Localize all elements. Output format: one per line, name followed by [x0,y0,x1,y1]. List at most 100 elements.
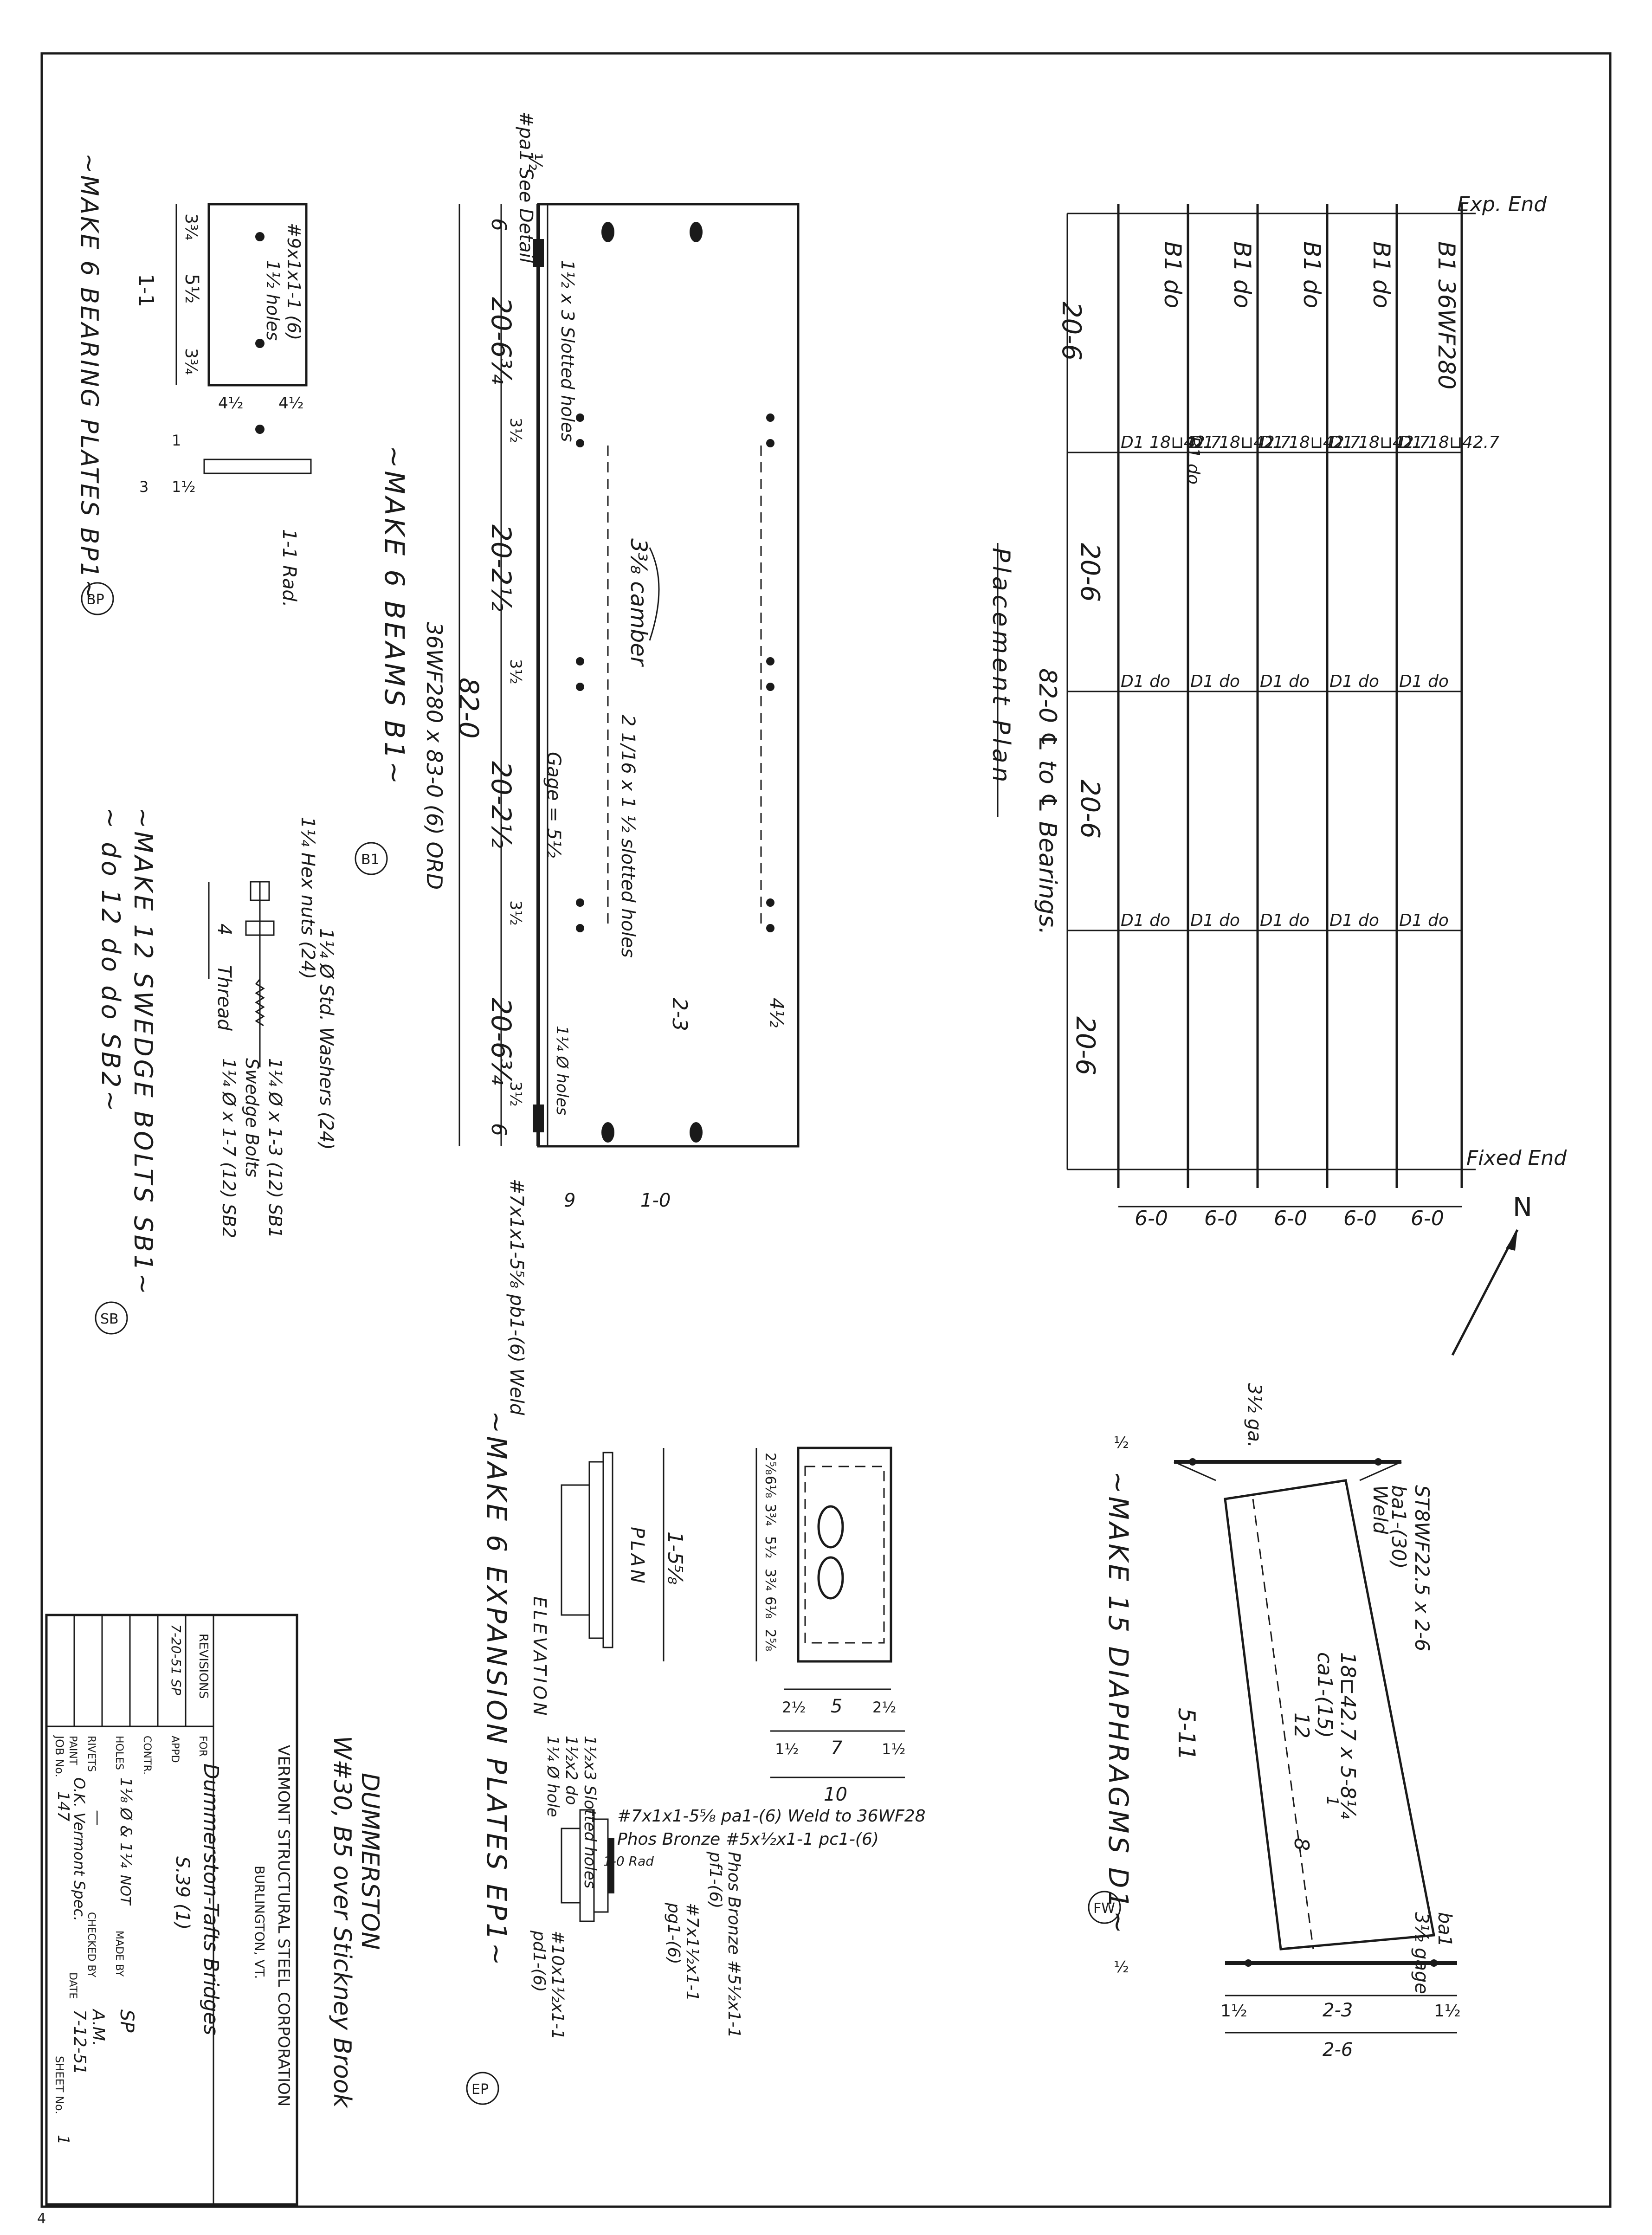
contr-label: CONTR. [141,1736,153,1775]
weld-line [1174,1461,1216,1481]
north-arrow [1451,1229,1519,1356]
project-line2: W#30, B5 over Stickney Brook [328,1736,356,2108]
diaphragm-width: 1½ [1434,2002,1461,2021]
ep-elevation-label: ELEVATION [529,1596,550,1718]
ep-pf1a: Phos Bronze #5½x1-1 [724,1852,743,2038]
bolt-hole [1430,1959,1438,1967]
ep-slot [817,1556,844,1600]
diaphragm-label: D1 do [1329,911,1379,930]
ep-section-weld [608,1838,614,1893]
diaphragm-half: ½ [1114,1434,1129,1452]
bearing-hole-section [255,425,265,434]
diaphragm-label: D1 do [1121,672,1170,691]
ep-slotted: 1½x3 Slotted holes [581,1736,599,1888]
diaphragm-ba1: ba1-(30) [1387,1485,1410,1569]
gage-vertical: 3½ [506,1081,525,1107]
beam-section: 36WF280 x 83-0 (6) ORD [422,622,447,890]
hole [766,683,774,691]
north-arrow-head [1506,1230,1517,1251]
pa1-note: #pa1 See Detail [515,111,536,263]
diaphragm-weld: Weld [1369,1485,1392,1534]
end-hole [690,222,703,242]
bearing-plate-outline [207,203,308,387]
ep-section-plate [561,1828,581,1904]
end-dim: 6 [487,1123,510,1136]
washers-label: 1¼ Ø Std. Washers (24) [316,928,337,1150]
company-city: BURLINGTON, VT. [252,1866,267,1979]
weld-plate: #7x1x1-5⅝ pb1-(6) Weld [506,1179,527,1415]
segment-dim: 20-6¾ [485,297,517,384]
ep-mark: EP [471,2081,489,2098]
bolt-label: Swedge Bolts [242,1058,262,1177]
slotted-holes-end: 1½ x 3 Slotted holes [557,260,578,442]
title-block: REVISIONS 7-20-51 SP VERMONT STRUCTURAL … [45,1614,298,2206]
hole [576,439,584,447]
ep-hdim: 2½ [872,1699,896,1716]
project-line1: DUMMERSTON [356,1773,384,1950]
checked-by: A.M. [89,2009,108,2046]
diaphragm-gage-bottom: 3½ gage [1411,1912,1432,1994]
ep-slot [817,1505,844,1549]
gage-vertical: 3½ [506,418,525,443]
mark-circle [1088,1891,1121,1924]
hole [766,413,774,422]
bearing-section [203,459,312,474]
ep-hole: 1¼ Ø hole [543,1736,562,1817]
pa1-plate [533,239,544,267]
hole [766,924,774,932]
bearing-side-dim: 4½ [218,394,244,413]
segment-dim: 20-2½ [485,761,517,848]
rivets-value: — [89,1810,107,1826]
diaphragm-label: D1 do [1399,911,1449,930]
diaphragm-label: D1 18⊔42.7 [1260,433,1360,452]
bearing-thickness: 1½ [172,478,195,496]
bearing-radius: 1-1 Rad. [278,529,300,607]
bearing-plate-detail: 3¾ 5½ 3¾ 1-1 #9x1x1-1 (6) 1½ holes 4½ 4½… [75,153,312,615]
job-number: 147 [54,1791,72,1822]
edge-dist: 4½ [766,998,787,1027]
bearing-side-dim: 4½ [278,394,304,413]
ep-overall: 1-5⅝ [663,1531,687,1585]
beam-mark: B1 [361,852,380,868]
holes-label: 1¼ Ø holes [553,1026,571,1115]
diaphragm-detail: ST8WF22.5 x 2-6 ba1-(30) Weld 3½ ga. ba1… [1088,1383,1461,2061]
sheet-number: 1 [54,2135,72,2145]
diaphragm-label: D1 do [1399,672,1449,691]
beam-label: B1 do [1368,241,1395,308]
ep-make: ~MAKE 6 EXPANSION PLATES EP1~ [481,1411,512,1968]
ep-pa1: #7x1x1-5⅝ pa1-(6) Weld to 36WF28 [617,1807,926,1826]
ep-elev-plate [588,1461,604,1639]
end-hole [690,1122,703,1143]
diaphragm-mark: FW [1093,1900,1115,1917]
slotted-holes: 2 1/16 x 1 ½ slotted holes [617,715,639,958]
bearing-thickness: 3 [139,478,148,496]
diaphragm-label: D1 18⊔42.7 [1121,433,1221,452]
revisions-label: REVISIONS [196,1634,210,1699]
end-hole [601,1122,614,1143]
spacing-dim: 6-0 [1411,1207,1444,1230]
bearing-holes-label: 1½ holes [263,260,283,341]
diaphragm-slope: 1 [1323,1796,1342,1806]
ep-dim: 3¾ [762,1569,778,1591]
north-label: N [1513,1192,1532,1222]
diaphragm-gage-top: 3½ ga. [1244,1383,1265,1448]
diaphragm-label: D1 do [1260,672,1310,691]
diaphragms-make: ~MAKE 15 DIAPHRAGMS D1~ [1103,1471,1134,1936]
ep-pd1a: #10x1½x1-1 [548,1931,567,2040]
span-dim: 20-6 [1075,780,1105,839]
beams-make: ~MAKE 6 BEAMS B1~ [379,446,410,787]
diaphragm-label: D1 do [1190,672,1240,691]
placement-plan-title: Placement Plan [987,548,1015,786]
span-dim: 20-6 [1070,1016,1100,1075]
bearing-mark: BP [86,592,104,608]
made-by-label: MADE BY [113,1931,125,1977]
bolt1-label: 1¼ Ø x 1-3 (12) SB1 [265,1058,285,1238]
hole [576,413,584,422]
diaphragm-width: 2-3 [1323,2000,1353,2021]
ep-do-holes: 1½x2 do [562,1736,581,1805]
rivets-label: RIVETS [85,1736,97,1772]
made-by: SP [116,2009,137,2033]
nuts-label: 1¼ Hex nuts (24) [297,817,318,979]
swedge-bolt-detail: 4 Thread 1¼ Hex nuts (24) 1¼ Ø Std. Wash… [95,807,337,1335]
